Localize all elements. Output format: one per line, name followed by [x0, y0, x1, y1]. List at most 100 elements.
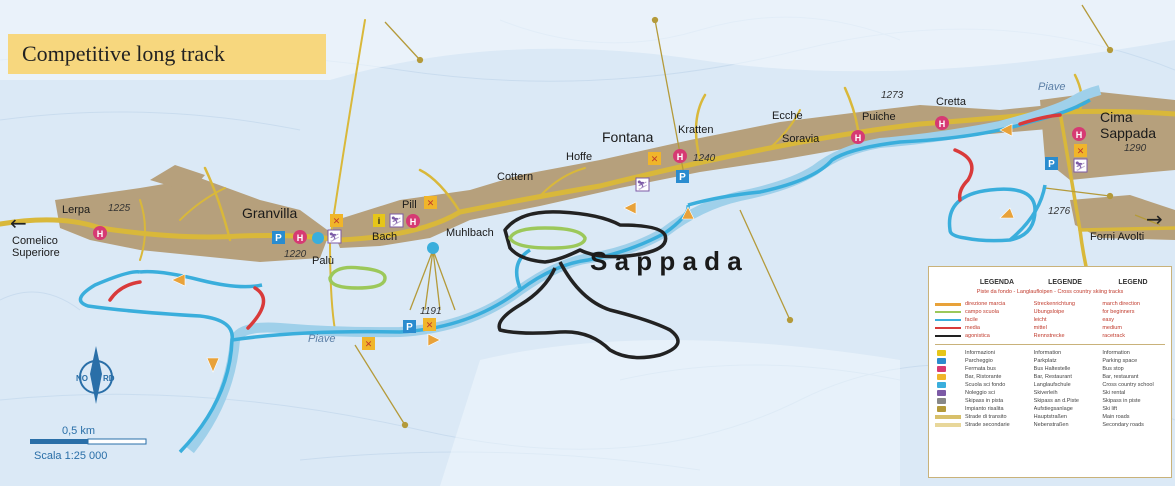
- place-label: Hoffe: [566, 151, 592, 163]
- east-arrow-icon: →: [1146, 207, 1163, 231]
- legend-symbol-icon: [935, 316, 965, 324]
- legend-symbol-icon: [935, 308, 965, 316]
- race-track: [497, 210, 680, 360]
- restaurant-icon: ✕: [424, 196, 437, 209]
- legend-text-en: Bus stop: [1102, 366, 1124, 372]
- ski-school-icon: [312, 232, 324, 244]
- legend-text-en: Main roads: [1102, 414, 1130, 420]
- place-label: Sappada: [1100, 125, 1156, 141]
- svg-text:P: P: [275, 233, 282, 244]
- legend-text-de: Bar, Restaurant: [1033, 374, 1072, 380]
- place-label: Soravia: [782, 133, 820, 145]
- legend-text-de: Langlaufschule: [1033, 382, 1071, 388]
- svg-text:⛷: ⛷: [329, 232, 340, 242]
- legend-text-it: Skipass in pista: [965, 398, 1004, 404]
- compass-label-e: RD: [103, 374, 115, 383]
- town-name-sappada: S a p p a d a: [590, 246, 742, 276]
- svg-text:H: H: [939, 119, 946, 129]
- altitude-labels: 1225 1220 1191 1240 1273 1290 1276: [108, 90, 1147, 317]
- place-label: Superiore: [12, 247, 60, 259]
- legend-symbol-icon: [935, 381, 965, 389]
- page-title: Competitive long track: [22, 41, 225, 66]
- bus-stop-icon: H: [935, 116, 949, 130]
- legend-text-de: mittel: [1033, 325, 1047, 331]
- legend-text-de: Information: [1033, 350, 1062, 356]
- legend-subtitle: Piste da fondo - Langlaufloipen - Cross …: [976, 289, 1124, 295]
- place-label: Bach: [372, 231, 397, 243]
- west-arrow-icon: ←: [10, 211, 27, 235]
- legend-text-it: media: [965, 325, 980, 331]
- place-label: Cottern: [497, 171, 533, 183]
- legend-text-de: Skipass an d.Piste: [1033, 398, 1079, 404]
- legend-text-de: leicht: [1033, 317, 1047, 323]
- legend-text-de: Parkplatz: [1033, 358, 1057, 364]
- place-label: Palù: [312, 255, 334, 267]
- legend-symbol-icon: [935, 324, 965, 332]
- legend-text-it: Parcheggio: [965, 358, 993, 364]
- legend-symbol-icon: [935, 397, 965, 405]
- svg-text:H: H: [677, 152, 684, 162]
- svg-text:✕: ✕: [651, 154, 659, 164]
- legend-symbol-icon: [935, 389, 965, 397]
- svg-text:✕: ✕: [427, 198, 435, 208]
- place-labels: Lerpa Granvilla Bach Pill Muhlbach Cotte…: [12, 96, 1156, 276]
- svg-text:✕: ✕: [365, 339, 373, 349]
- legend-text-en: Ski lift: [1102, 406, 1118, 412]
- legend-text-en: for beginners: [1102, 309, 1135, 315]
- svg-text:H: H: [1076, 130, 1083, 140]
- place-label: Lerpa: [62, 204, 91, 216]
- svg-text:✕: ✕: [426, 320, 434, 330]
- place-label: Comelico: [12, 235, 58, 247]
- legend-symbol-icon: [935, 365, 965, 373]
- legend-text-en: Cross country school: [1102, 382, 1154, 388]
- svg-text:H: H: [97, 229, 104, 239]
- altitude-label: 1220: [284, 249, 307, 260]
- legend-text-en: Bar, restaurant: [1102, 374, 1139, 380]
- medium-tracks: [108, 113, 1062, 330]
- svg-text:⛷: ⛷: [391, 216, 402, 226]
- legend-text-en: Ski rental: [1102, 390, 1126, 396]
- legend-symbol-icon: [935, 300, 965, 308]
- svg-text:H: H: [855, 133, 862, 143]
- place-label: Forni Avolti: [1090, 231, 1144, 243]
- river-label: Piave: [308, 333, 336, 345]
- svg-text:H: H: [410, 217, 417, 227]
- legend-text-en: Information: [1102, 350, 1130, 356]
- svg-text:i: i: [378, 216, 381, 226]
- legend-header-de: LEGENDE: [1048, 279, 1082, 286]
- legend-text-de: Rennstrecke: [1033, 333, 1065, 339]
- scale-distance: 0,5 km: [62, 425, 95, 437]
- place-label: Muhlbach: [446, 227, 494, 239]
- legend-text-en: Secondary roads: [1102, 422, 1144, 428]
- parking-icon: P: [272, 231, 285, 244]
- legend-text-de: Bus Haltestelle: [1033, 366, 1071, 372]
- legend-symbol-icon: [935, 421, 965, 429]
- parking-icon: P: [403, 320, 416, 333]
- bus-stop-icon: H: [93, 226, 107, 240]
- map-title-banner: Competitive long track: [8, 34, 326, 74]
- legend-text-de: Aufstiegsanlage: [1033, 406, 1073, 412]
- legend-text-de: Hauptstraßen: [1033, 414, 1067, 420]
- place-label: Pill: [402, 199, 417, 211]
- ski-school-icon: [427, 242, 439, 254]
- svg-text:H: H: [297, 233, 304, 243]
- altitude-label: 1273: [881, 90, 904, 101]
- info-icon: i: [373, 214, 385, 227]
- legend-text-it: Bar, Ristorante: [965, 374, 1002, 380]
- bus-stop-icon: H: [851, 130, 865, 144]
- svg-text:P: P: [1048, 159, 1055, 170]
- ski-rental-icon: ⛷: [327, 229, 342, 244]
- legend-text-en: march direction: [1102, 301, 1140, 307]
- legend-text-de: Streckenrichtung: [1033, 301, 1075, 307]
- legend-symbol-icon: [935, 332, 965, 340]
